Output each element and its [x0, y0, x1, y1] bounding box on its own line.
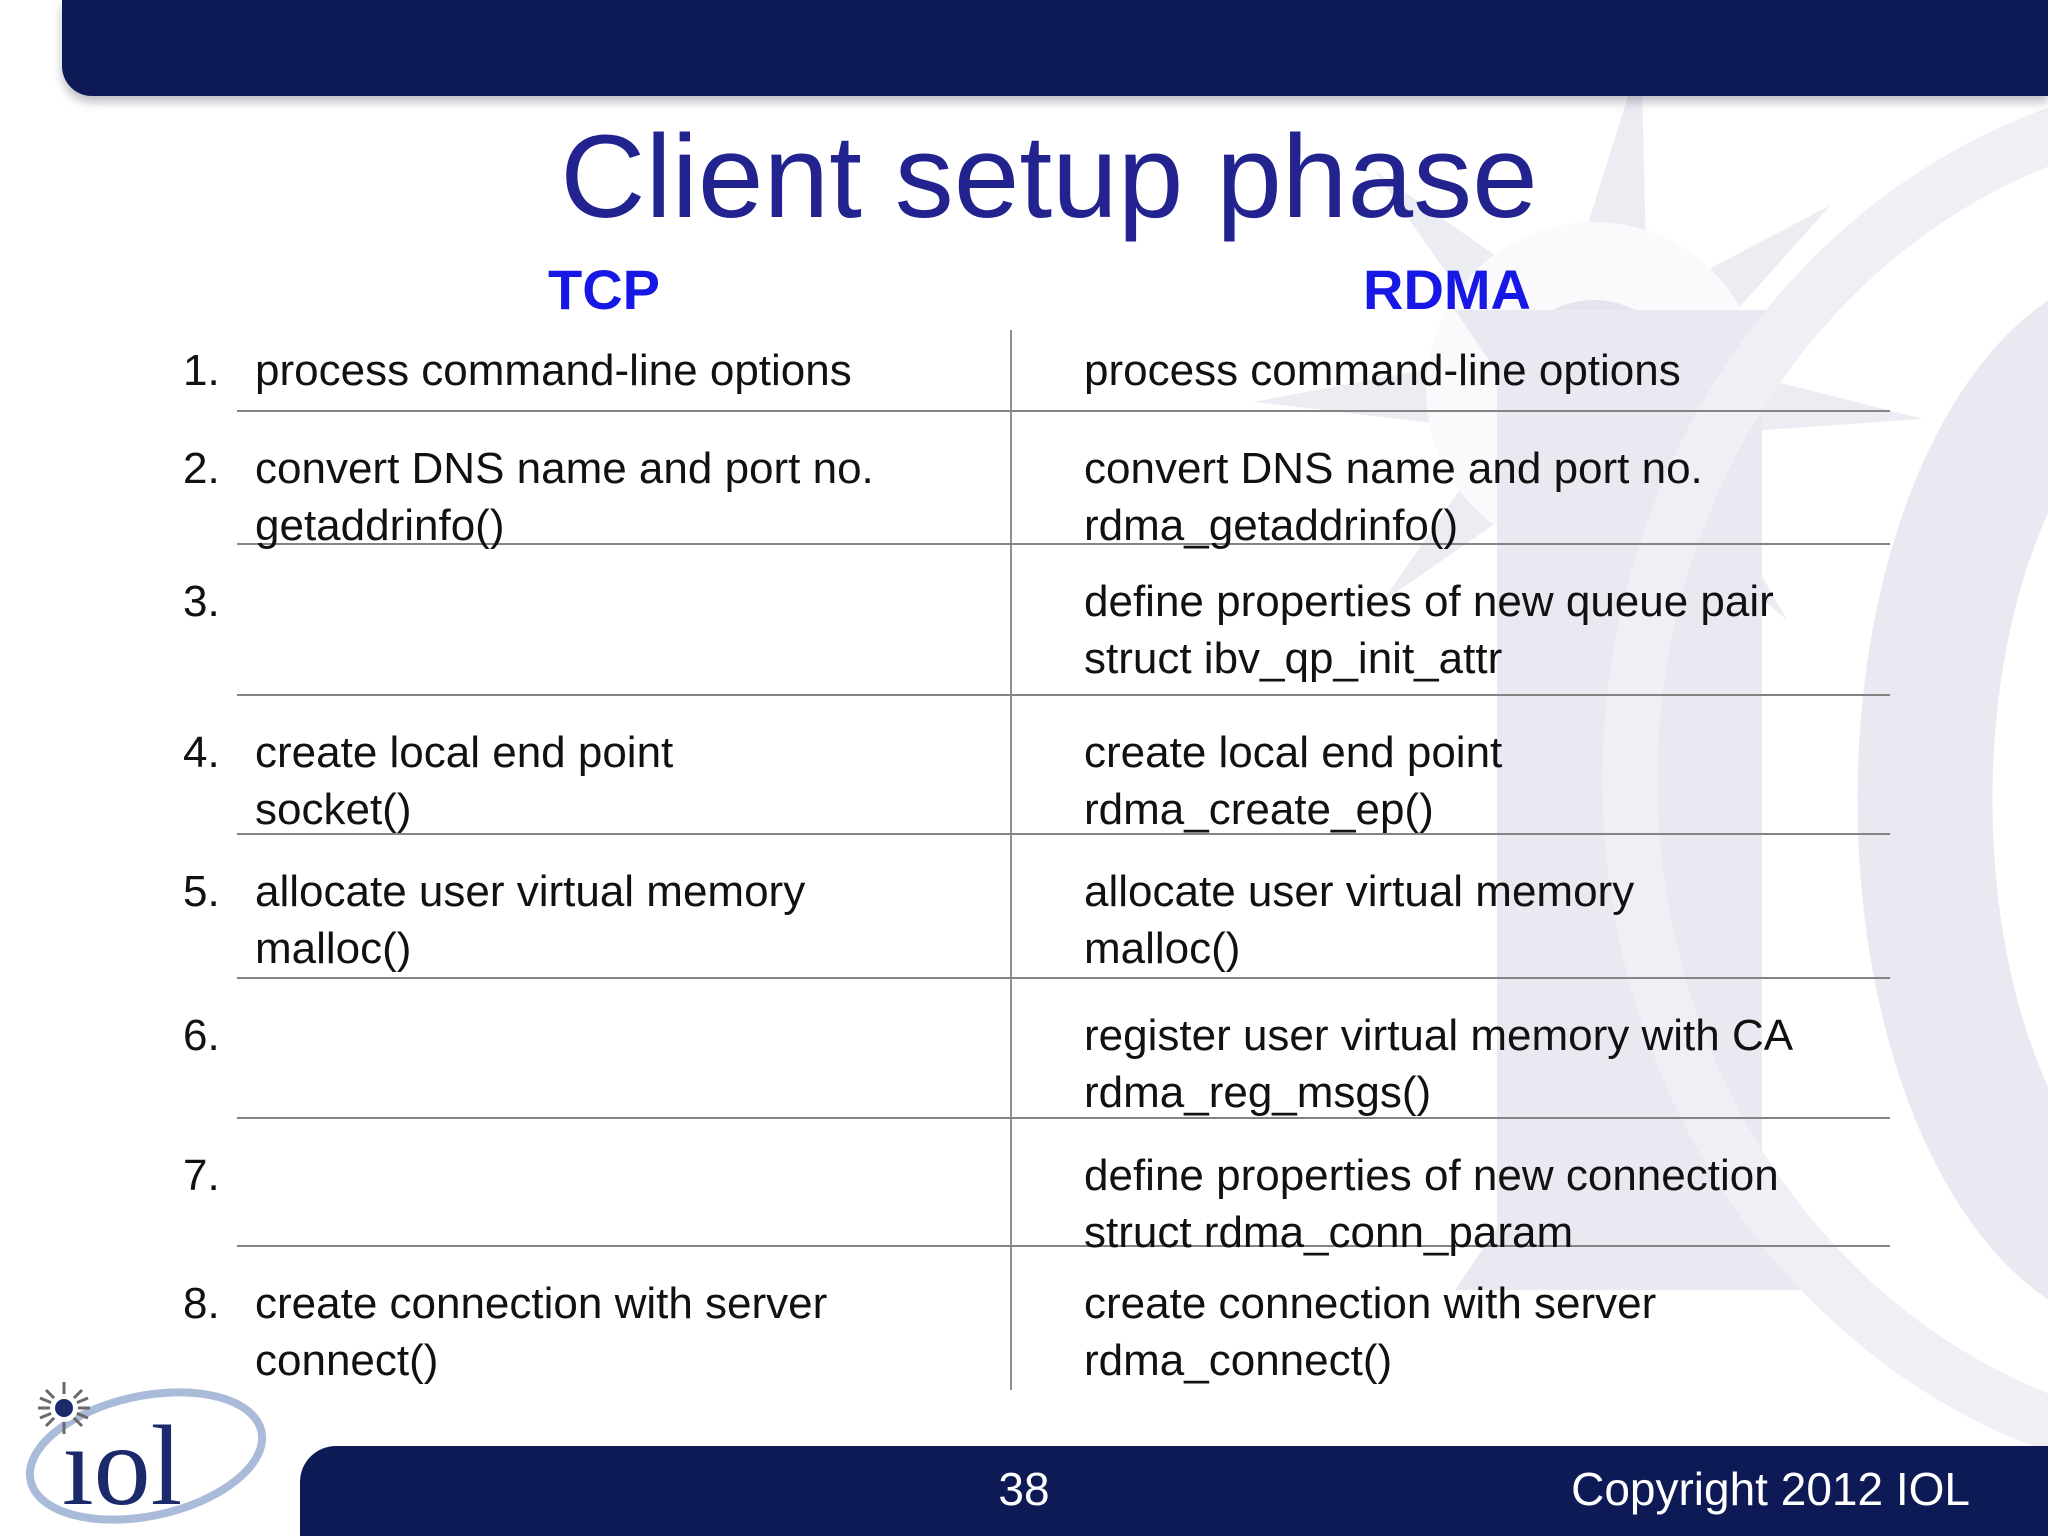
column-divider [1010, 330, 1012, 1390]
cell-line: allocate user virtual memory [255, 867, 806, 916]
cell-line: connect() [255, 1336, 439, 1385]
cell-line: convert DNS name and port no. [1084, 444, 1703, 493]
row-number: 3. [183, 577, 220, 626]
cell-line: rdma_reg_msgs() [1084, 1068, 1432, 1117]
row-number: 4. [183, 728, 220, 777]
cell-line: process command-line options [1084, 346, 1681, 395]
table-row: 3. define properties of new queue pair s… [183, 545, 1890, 696]
table-row: 5. allocate user virtual memory malloc()… [183, 835, 1890, 979]
tcp-cell: process command-line options [237, 330, 1012, 410]
iol-logo-text: ıol [62, 1402, 182, 1529]
cell-line: getaddrinfo() [255, 501, 505, 550]
cell-line: create local end point [1084, 728, 1503, 777]
tcp-cell: create connection with server connect() [237, 1247, 1012, 1390]
tcp-cell: convert DNS name and port no. getaddrinf… [237, 412, 1012, 554]
row-number: 5. [183, 867, 220, 916]
comparison-table: 1. process command-line options process … [183, 330, 1890, 1390]
iol-logo: ıol [25, 1382, 267, 1529]
cell-line: define properties of new queue pair [1084, 577, 1774, 626]
tcp-cell [237, 545, 1012, 694]
top-banner [62, 0, 2048, 96]
cell-line: socket() [255, 785, 412, 834]
table-row: 7. define properties of new connection s… [183, 1119, 1890, 1257]
rdma-cell: create local end point rdma_create_ep() [1012, 696, 1890, 838]
tcp-cell [237, 1119, 1012, 1261]
rdma-cell: register user virtual memory with CA rdm… [1012, 979, 1890, 1121]
copyright-text: Copyright 2012 IOL [1571, 1463, 1970, 1515]
table-row: 1. process command-line options process … [183, 330, 1890, 412]
rdma-cell: convert DNS name and port no. rdma_getad… [1012, 412, 1890, 554]
tcp-cell [237, 979, 1012, 1121]
table-row: 8. create connection with server connect… [183, 1247, 1890, 1390]
rdma-cell: process command-line options [1012, 330, 1890, 410]
cell-line: convert DNS name and port no. [255, 444, 874, 493]
rdma-cell: allocate user virtual memory malloc() [1012, 835, 1890, 977]
tcp-cell: create local end point socket() [237, 696, 1012, 838]
row-number: 8. [183, 1279, 220, 1328]
column-header-tcp: TCP [548, 258, 660, 321]
footer-bar [300, 1446, 2048, 1536]
table-row: 6. register user virtual memory with CA … [183, 979, 1890, 1121]
slide-title: Client setup phase [560, 111, 1538, 243]
cell-line: register user virtual memory with CA [1084, 1011, 1794, 1060]
row-number: 7. [183, 1151, 220, 1200]
page-number: 38 [998, 1463, 1050, 1515]
tcp-cell: allocate user virtual memory malloc() [237, 835, 1012, 977]
cell-line: malloc() [1084, 924, 1241, 973]
cell-line: allocate user virtual memory [1084, 867, 1635, 916]
row-number: 2. [183, 444, 220, 493]
table-row: 4. create local end point socket() creat… [183, 696, 1890, 838]
rdma-cell: define properties of new queue pair stru… [1012, 545, 1890, 694]
cell-line: process command-line options [255, 346, 852, 395]
column-header-rdma: RDMA [1363, 258, 1531, 321]
row-number: 6. [183, 1011, 220, 1060]
cell-line: create connection with server [1084, 1279, 1657, 1328]
row-number: 1. [183, 346, 220, 395]
cell-line: define properties of new connection [1084, 1151, 1779, 1200]
cell-line: create local end point [255, 728, 674, 777]
cell-line: rdma_connect() [1084, 1336, 1393, 1385]
cell-line: create connection with server [255, 1279, 828, 1328]
cell-line: struct ibv_qp_init_attr [1084, 634, 1503, 683]
cell-line: malloc() [255, 924, 412, 973]
cell-line: rdma_create_ep() [1084, 785, 1434, 834]
rdma-cell: define properties of new connection stru… [1012, 1119, 1890, 1261]
rdma-cell: create connection with server rdma_conne… [1012, 1247, 1890, 1390]
table-row: 2. convert DNS name and port no. getaddr… [183, 412, 1890, 550]
